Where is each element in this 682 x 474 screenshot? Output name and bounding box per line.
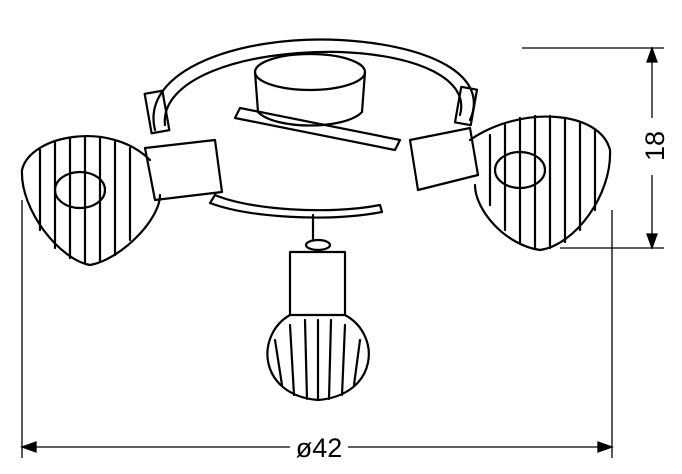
diameter-label: ø42 (296, 433, 343, 463)
bottom-spotlight (266, 213, 370, 402)
arrowhead-right (597, 441, 614, 453)
height-label: 18 (640, 131, 670, 161)
left-holder (143, 89, 171, 135)
ring-arm (152, 38, 475, 219)
diameter-dimension (20, 200, 614, 458)
arrowhead-left (20, 441, 37, 453)
right-spotlight (408, 114, 612, 252)
ceiling-canopy (233, 52, 402, 152)
arrowhead-down (646, 233, 658, 250)
arrowhead-up (646, 46, 658, 63)
right-holder (453, 85, 479, 127)
left-spotlight (20, 135, 224, 267)
